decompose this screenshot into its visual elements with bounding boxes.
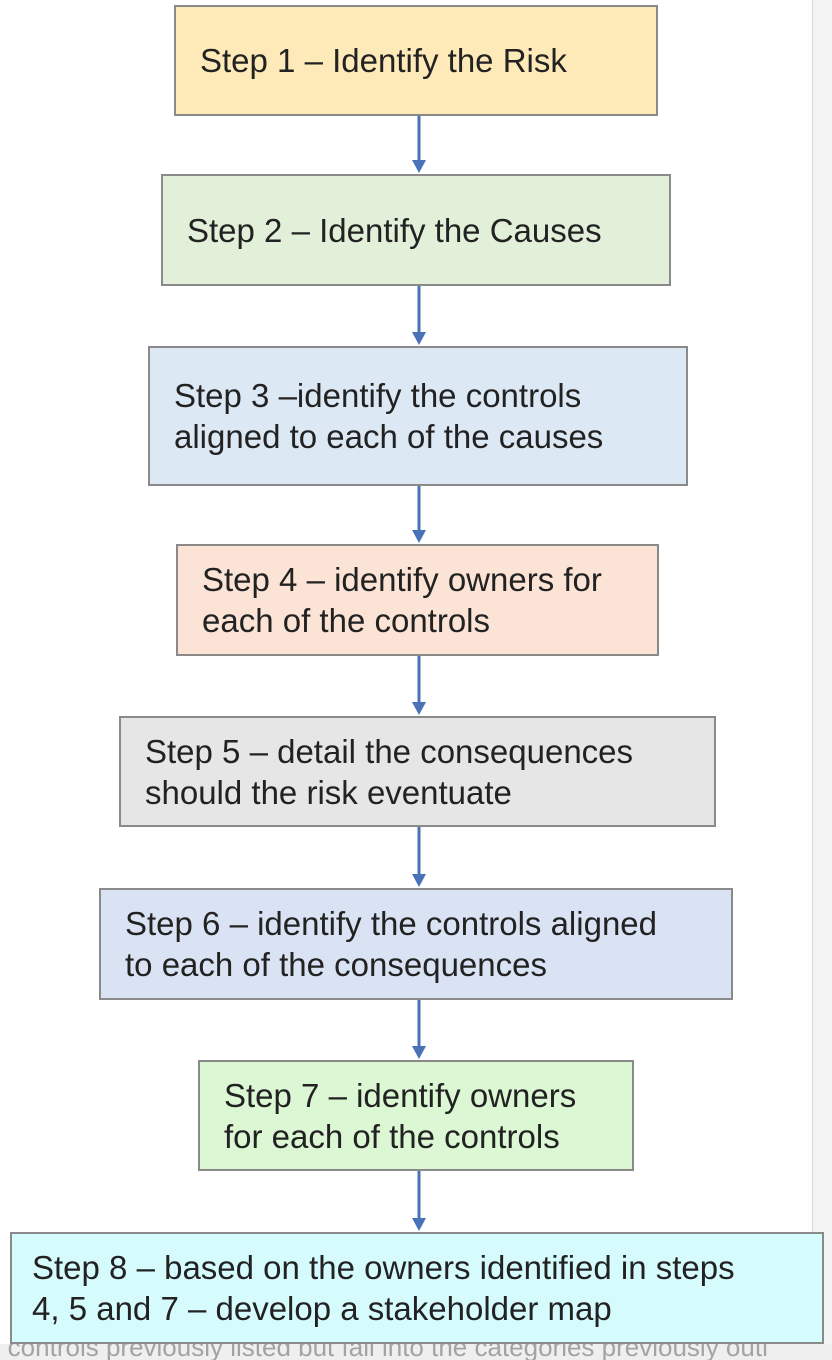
step-2-box: Step 2 – Identify the Causes [161, 174, 671, 286]
step-4-box: Step 4 – identify owners for each of the… [176, 544, 659, 656]
step-1-box: Step 1 – Identify the Risk [174, 5, 658, 116]
step-6-box: Step 6 – identify the controls aligned t… [99, 888, 733, 1000]
cut-off-text: e controls previously listed but fall in… [0, 1344, 768, 1360]
step-7-box: Step 7 – identify owners for each of the… [198, 1060, 634, 1171]
step-8-box: Step 8 – based on the owners identified … [10, 1232, 824, 1344]
step-3-box: Step 3 –identify the controls aligned to… [148, 346, 688, 486]
step-5-box: Step 5 – detail the consequences should … [119, 716, 716, 827]
arrow-head-5 [412, 874, 426, 887]
arrow-head-6 [412, 1046, 426, 1059]
cut-off-text-strip: e controls previously listed but fall in… [0, 1344, 832, 1360]
arrow-head-3 [412, 530, 426, 543]
arrow-head-4 [412, 702, 426, 715]
arrow-head-2 [412, 332, 426, 345]
arrow-head-7 [412, 1218, 426, 1231]
arrow-head-1 [412, 160, 426, 173]
